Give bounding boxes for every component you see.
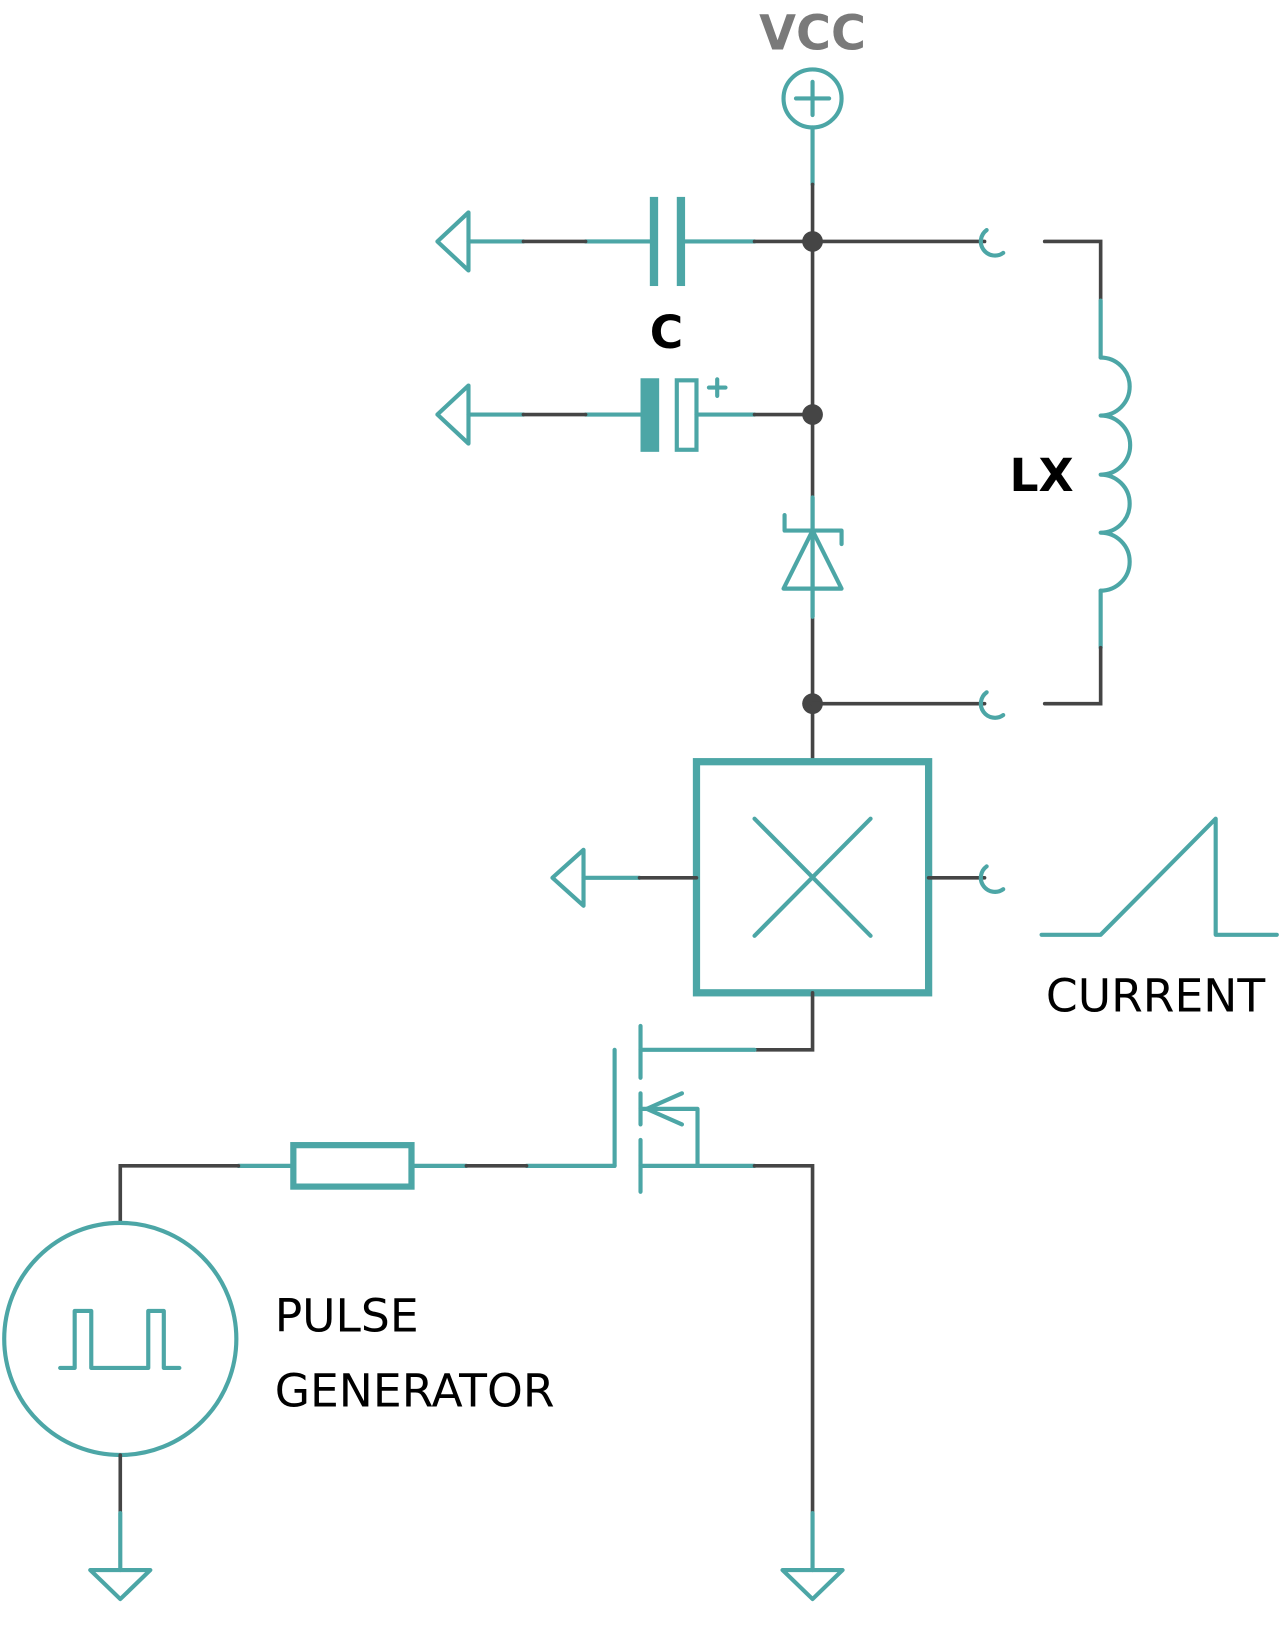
pulse-generator-icon <box>2 1220 239 1602</box>
current-waveform-icon <box>1039 816 1279 937</box>
ground-icon <box>435 383 471 446</box>
pulse-generator-label-1: PULSE <box>275 1290 419 1343</box>
pulse-generator-label-2: GENERATOR <box>275 1364 555 1417</box>
ground-icon <box>435 210 471 273</box>
resistor <box>118 1142 617 1225</box>
current-label: CURRENT <box>1046 969 1265 1022</box>
current-probe <box>550 758 1006 997</box>
mosfet-icon <box>612 990 845 1602</box>
capacitor-label: C <box>650 306 683 359</box>
junction-dot <box>802 404 823 425</box>
zener-diode-icon <box>781 495 844 619</box>
ground-icon <box>550 847 586 908</box>
inductor-label: LX <box>1009 449 1073 502</box>
inductor <box>810 227 1133 720</box>
junction-dot <box>802 231 823 252</box>
capacitor <box>435 196 987 287</box>
ground-icon <box>88 1567 153 1602</box>
electrolytic-capacitor <box>435 377 815 452</box>
vcc-source-icon <box>781 67 844 187</box>
ground-icon <box>780 1567 845 1602</box>
vcc-label: VCC <box>759 7 866 62</box>
